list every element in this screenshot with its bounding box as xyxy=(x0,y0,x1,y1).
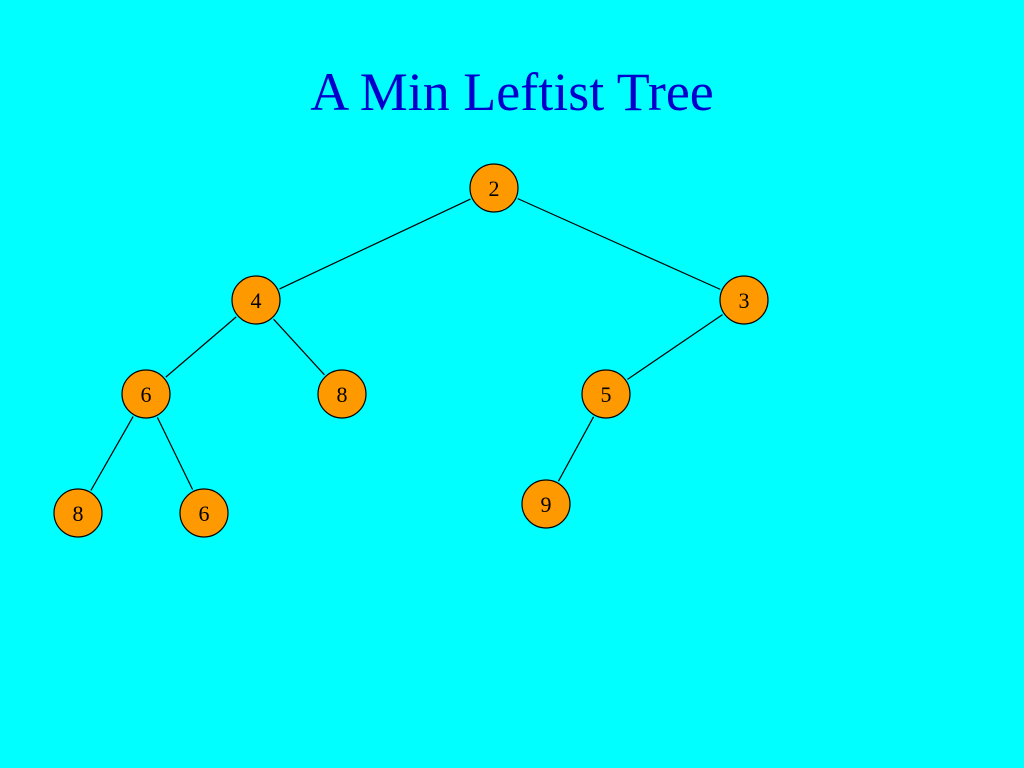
tree-node-circle xyxy=(317,369,367,419)
tree-node-label: 4 xyxy=(251,288,262,313)
tree-edge-n2-n4 xyxy=(165,316,237,378)
tree-node-label: 9 xyxy=(541,492,552,517)
tree-node-label: 5 xyxy=(601,382,612,407)
tree-node-label: 8 xyxy=(337,382,348,407)
page-title: A Min Leftist Tree xyxy=(310,62,714,122)
tree-node-circle xyxy=(581,369,631,419)
tree-edge-n1-n2 xyxy=(279,198,471,290)
tree-node: 3 xyxy=(719,275,769,325)
tree-edge-n3-n6 xyxy=(627,314,723,380)
tree-node: 6 xyxy=(121,369,171,419)
tree-node-label: 6 xyxy=(141,382,152,407)
tree-node-circle xyxy=(521,479,571,529)
tree-node-label: 8 xyxy=(73,501,84,526)
tree-node-label: 6 xyxy=(199,501,210,526)
tree-node: 4 xyxy=(231,275,281,325)
tree-edge-n1-n3 xyxy=(517,198,721,290)
tree-node: 8 xyxy=(53,488,103,538)
tree-edge-n4-n8 xyxy=(156,417,194,490)
tree-edge-n6-n9 xyxy=(557,416,595,482)
tree-node-circle xyxy=(121,369,171,419)
tree-edge-n4-n7 xyxy=(90,416,134,491)
tree-nodes: 2 4 3 6 8 5 8 6 9 xyxy=(53,163,769,538)
tree-edges xyxy=(90,198,723,491)
tree-node: 6 xyxy=(179,488,229,538)
tree-node: 9 xyxy=(521,479,571,529)
tree-node-circle xyxy=(231,275,281,325)
tree-node: 2 xyxy=(469,163,519,213)
tree-node-circle xyxy=(719,275,769,325)
tree-edge-n2-n5 xyxy=(273,318,325,376)
tree-node-label: 3 xyxy=(739,288,750,313)
tree-node: 5 xyxy=(581,369,631,419)
tree-node-circle xyxy=(469,163,519,213)
tree-node-label: 2 xyxy=(489,176,500,201)
tree-node-circle xyxy=(179,488,229,538)
tree-node-circle xyxy=(53,488,103,538)
tree-node: 8 xyxy=(317,369,367,419)
